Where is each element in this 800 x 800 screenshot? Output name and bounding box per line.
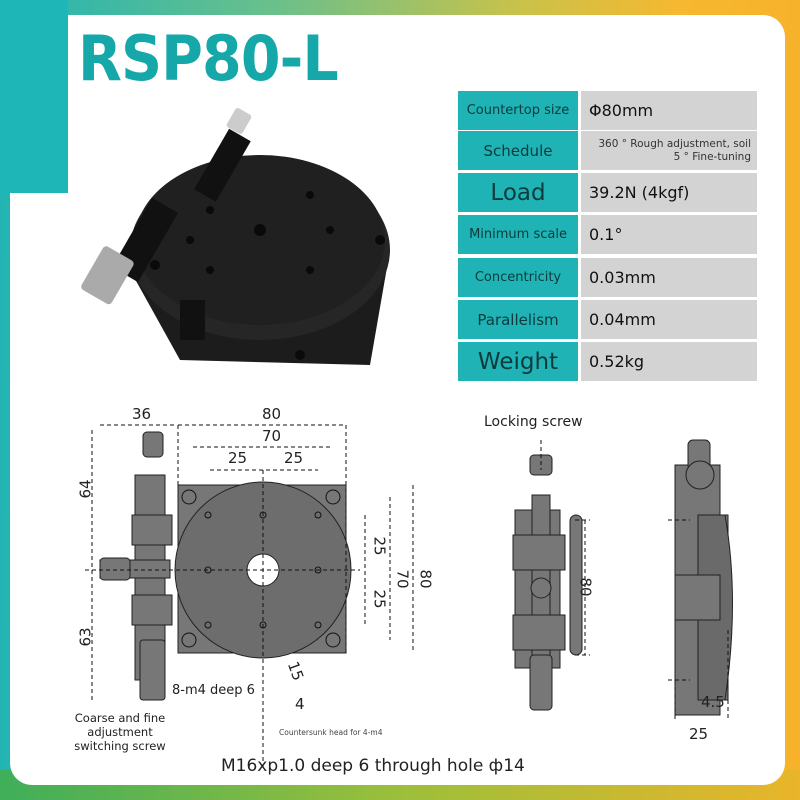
spec-row-minimum-scale: Minimum scale 0.1° xyxy=(458,215,757,254)
switching-screw-note: Coarse and fine adjustment switching scr… xyxy=(72,711,168,753)
spec-row-load: Load 39.2N (4kgf) xyxy=(458,173,757,212)
holes-note: 8-m4 deep 6 xyxy=(172,683,255,698)
top-view-drawing xyxy=(85,424,414,770)
spec-value: 39.2N (4kgf) xyxy=(581,173,757,212)
spec-value: 360 ° Rough adjustment, soil 5 ° Fine-tu… xyxy=(581,131,757,170)
spec-row-countertop-size: Countertop size Φ80mm xyxy=(458,91,757,130)
locking-screw-label: Locking screw xyxy=(484,414,583,430)
spec-row-concentricity: Concentricity 0.03mm xyxy=(458,258,757,297)
dimension-25-vertical: 25 xyxy=(370,589,389,609)
note-line: adjustment xyxy=(87,725,153,739)
spec-value: Φ80mm xyxy=(581,91,757,130)
spec-value-line: 360 ° Rough adjustment, soil xyxy=(598,137,751,150)
dimension-25-left: 25 xyxy=(228,449,248,467)
dimension-25-right: 25 xyxy=(284,449,304,467)
thread-note: M16xp1.0 deep 6 through hole ф14 xyxy=(221,756,525,776)
dimension-80-side: 80 xyxy=(576,577,595,597)
spec-row-parallelism: Parallelism 0.04mm xyxy=(458,300,757,339)
spec-row-weight: Weight 0.52kg xyxy=(458,342,757,381)
dimension-25-vertical: 25 xyxy=(370,536,389,556)
countersunk-note: Countersunk head for 4-m4 xyxy=(279,728,383,737)
front-view-drawing xyxy=(512,440,590,711)
dimension-80-top: 80 xyxy=(262,405,282,423)
dimension-70-top: 70 xyxy=(262,427,282,445)
spec-row-schedule: Schedule 360 ° Rough adjustment, soil 5 … xyxy=(458,131,757,170)
dimension-25-side: 25 xyxy=(689,725,709,743)
spec-value: 0.04mm xyxy=(581,300,757,339)
product-title: RSP80-L xyxy=(78,22,339,95)
dimension-63: 63 xyxy=(76,627,95,647)
spec-value: 0.1° xyxy=(581,215,757,254)
dimension-64: 64 xyxy=(76,479,95,499)
dimension-4-5: 4.5 xyxy=(701,693,725,711)
dimension-70-vertical: 70 xyxy=(393,569,412,589)
spec-label: Parallelism xyxy=(458,300,578,339)
product-photo xyxy=(81,108,390,365)
note-line: switching screw xyxy=(74,739,166,753)
side-view-drawing xyxy=(668,439,733,720)
dimension-36: 36 xyxy=(132,405,152,423)
dimension-4: 4 xyxy=(295,695,305,713)
spec-value-line: 5 ° Fine-tuning xyxy=(673,150,751,163)
note-line: Coarse and fine xyxy=(74,711,166,725)
dimension-80-vertical: 80 xyxy=(416,569,435,589)
spec-label: Minimum scale xyxy=(458,215,578,254)
spec-label: Load xyxy=(458,173,578,212)
teal-accent-block xyxy=(0,0,68,193)
spec-value: 0.52kg xyxy=(581,342,757,381)
spec-label: Schedule xyxy=(458,131,578,170)
spec-label: Weight xyxy=(458,342,578,381)
spec-value: 0.03mm xyxy=(581,258,757,297)
spec-label: Countertop size xyxy=(458,91,578,130)
spec-label: Concentricity xyxy=(458,258,578,297)
